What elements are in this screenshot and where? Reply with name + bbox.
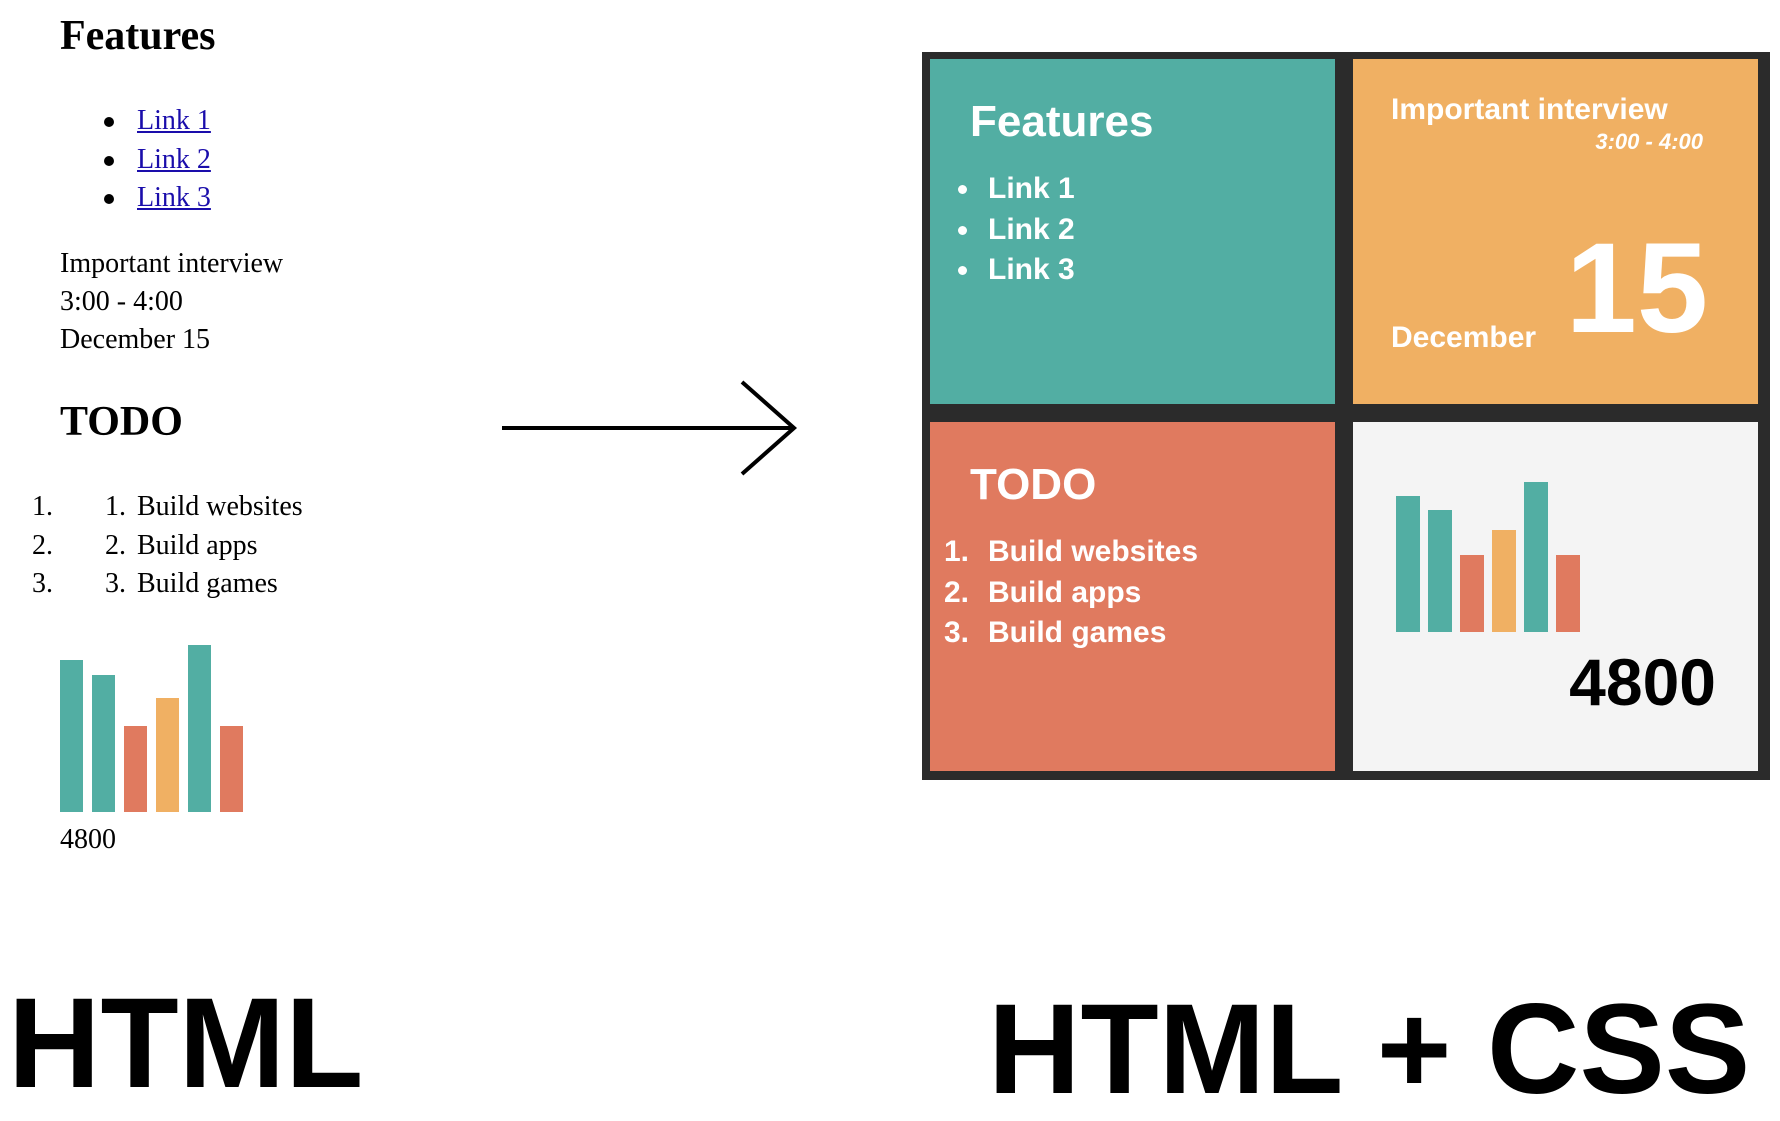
feature-link-2[interactable]: Link 2	[930, 210, 1075, 251]
plain-todo-heading: TODO	[60, 399, 183, 445]
chart-bar	[60, 660, 83, 812]
chart-bar	[1460, 555, 1484, 632]
chart-bar	[188, 645, 211, 812]
chart-bar	[156, 698, 179, 812]
plain-interview-date: December 15	[60, 324, 211, 355]
plain-todo-item: 3.Build games	[60, 565, 303, 604]
interview-time: 3:00 - 4:00	[1595, 129, 1703, 154]
stats-tile: 4800	[1353, 422, 1758, 771]
plain-interview-time: 3:00 - 4:00	[60, 286, 183, 317]
todo-list: 1.Build websites 2.Build apps 3.Build ga…	[930, 532, 1198, 654]
caption-html: HTML	[8, 972, 364, 1115]
chart-bar	[1492, 530, 1516, 632]
feature-link-1[interactable]: Link 1	[930, 169, 1075, 210]
plain-link-1[interactable]: Link 1	[137, 105, 211, 136]
features-heading: Features	[970, 97, 1154, 146]
features-tile: Features Link 1 Link 2 Link 3	[930, 59, 1335, 404]
chart-bar	[220, 726, 243, 812]
plain-stat-value: 4800	[60, 824, 116, 855]
plain-link-2[interactable]: Link 2	[137, 143, 211, 175]
interview-tile: Important interview 3:00 - 4:00 December…	[1353, 59, 1758, 404]
plain-link-item: Link 3	[60, 179, 211, 218]
todo-item: 2.Build apps	[944, 575, 1142, 609]
interview-day: 15	[1565, 217, 1708, 360]
stat-value: 4800	[1569, 645, 1716, 719]
plain-features-heading: Features	[60, 13, 216, 59]
todo-item: 3.Build games	[944, 616, 1167, 649]
plain-link-item: Link 1	[60, 102, 211, 141]
chart-bar	[92, 675, 115, 812]
plain-link-item: Link 2	[60, 141, 211, 180]
todo-item: 1.Build websites	[944, 535, 1199, 568]
plain-todo-item: 1.Build websites	[60, 488, 303, 527]
feature-link-3[interactable]: Link 3	[930, 250, 1075, 291]
styled-dashboard: Features Link 1 Link 2 Link 3 Important …	[922, 52, 1770, 780]
todo-tile: TODO 1.Build websites 2.Build apps 3.Bui…	[930, 422, 1335, 771]
interview-title: Important interview	[1391, 93, 1668, 126]
chart-bar	[124, 726, 147, 812]
plain-todo-list: 1.Build websites 2.Build apps 3.Build ga…	[60, 488, 303, 604]
caption-html-css: HTML + CSS	[988, 978, 1751, 1121]
chart-bar	[1524, 482, 1548, 632]
chart-bar	[1556, 555, 1580, 632]
plain-link-3[interactable]: Link 3	[137, 182, 211, 213]
todo-heading: TODO	[970, 460, 1097, 509]
chart-bar	[1428, 510, 1452, 632]
plain-links-list: Link 1 Link 2 Link 3	[60, 102, 211, 218]
plain-bar-chart	[60, 636, 260, 812]
chart-bar	[1396, 496, 1420, 632]
plain-interview-title: Important interview	[60, 248, 284, 279]
features-links-list: Link 1 Link 2 Link 3	[930, 169, 1075, 291]
right-arrow-icon	[502, 380, 798, 476]
styled-bar-chart	[1396, 462, 1596, 632]
interview-month: December	[1391, 321, 1537, 354]
plain-todo-item: 2.Build apps	[60, 527, 303, 566]
